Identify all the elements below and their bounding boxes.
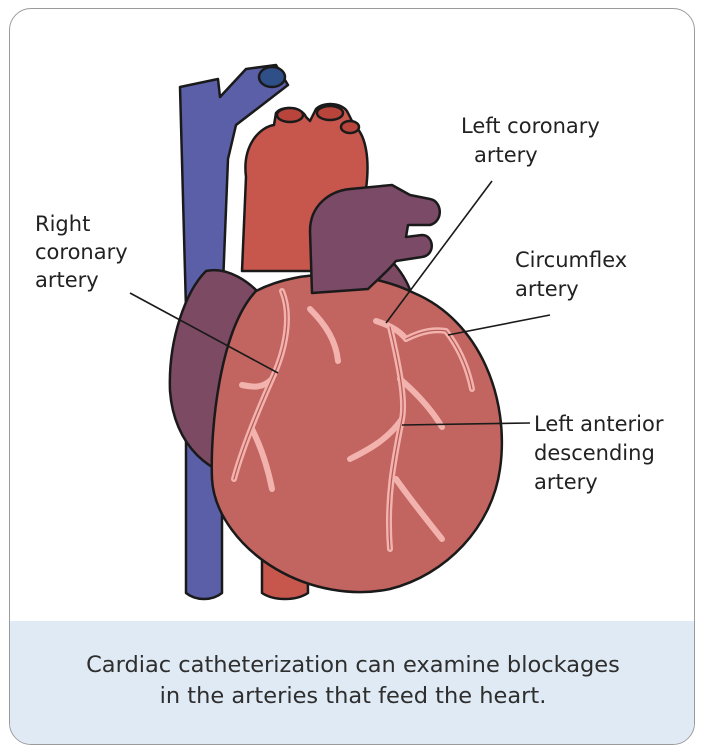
label-lad: Left anterior descending artery — [534, 412, 670, 494]
label-circumflex: Circumflex artery — [515, 248, 634, 301]
aortic-branch-1 — [277, 108, 303, 122]
caption-line-1: Cardiac catheterization can examine bloc… — [10, 650, 695, 681]
figure-card: Right coronary artery Left coronary arte… — [9, 8, 695, 745]
aortic-branch-3 — [341, 121, 359, 133]
vena-cava-opening — [259, 67, 285, 87]
aortic-branch-2 — [317, 106, 343, 120]
caption: Cardiac catheterization can examine bloc… — [10, 621, 695, 745]
label-right-coronary: Right coronary artery — [35, 212, 134, 292]
caption-line-2: in the arteries that feed the heart. — [10, 681, 695, 712]
leader-circumflex — [448, 315, 550, 335]
label-left-coronary: Left coronary artery — [461, 114, 607, 167]
heart-illustration: Right coronary artery Left coronary arte… — [10, 9, 695, 621]
